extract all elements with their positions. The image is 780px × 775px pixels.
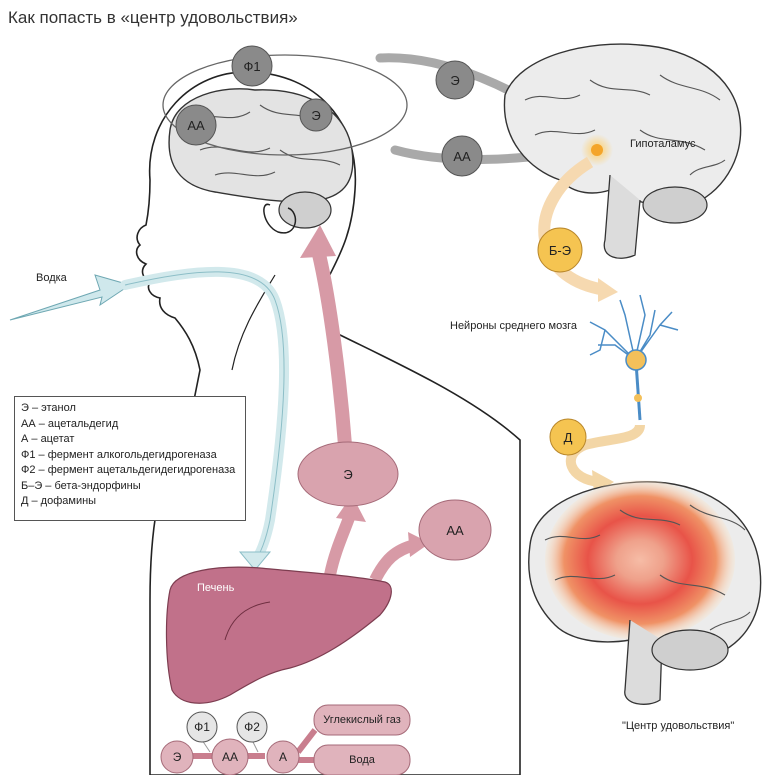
hypothalamus-label: Гипоталамус <box>630 138 696 150</box>
arrow-liver-aa <box>369 539 417 583</box>
neuron <box>589 294 679 421</box>
node-e-body <box>297 441 399 507</box>
vodka-arrow-in <box>9 274 132 321</box>
chain-aa-label: АА <box>221 750 238 764</box>
pleasure-brainstem <box>624 619 663 705</box>
node-aa-body <box>418 499 492 561</box>
top-brainstem <box>603 174 641 259</box>
node-e-body-label: Э <box>343 466 353 482</box>
chain-co2-label: Углекислый газ <box>323 714 401 726</box>
liver-vein <box>224 601 271 641</box>
neurons-label: Нейроны среднего мозга <box>450 320 578 332</box>
node-aa-arrow-label: АА <box>453 148 471 164</box>
legend-item: АА – ацетальдегид <box>21 417 119 430</box>
node-d <box>549 418 587 456</box>
legend-item: Ф2 – фермент ацетальдегидегидрогеназа <box>21 464 236 476</box>
node-e-arrow-label: Э <box>450 72 460 88</box>
top-brain-folds <box>524 74 726 176</box>
node-aa-arrow <box>441 135 483 177</box>
node-d-label: Д <box>563 429 573 445</box>
chain-e <box>160 740 194 774</box>
head-cerebellum <box>278 191 332 229</box>
vodka-arrowhead <box>238 551 272 571</box>
chain-e-label: Э <box>172 750 182 764</box>
top-cerebellum <box>642 186 708 224</box>
vodka-path-edge <box>124 271 285 561</box>
chain-a-label: А <box>278 750 287 764</box>
node-aa-brain <box>175 104 217 146</box>
pleasure-center-label: "Центр удовольствия" <box>622 720 735 732</box>
neuron-body <box>625 349 647 371</box>
pleasure-brain-folds <box>544 504 751 631</box>
arrow-d <box>565 423 645 487</box>
legend-item: Ф1 – фермент алкогольдегидрогеназа <box>21 448 217 461</box>
node-e-brain-label: Э <box>311 107 321 123</box>
vodka-label: Водка <box>36 272 67 284</box>
legend-item: Э – этанол <box>21 402 76 414</box>
chain-f1 <box>186 711 218 743</box>
chain-f2 <box>236 711 268 743</box>
chain-aa <box>211 738 249 775</box>
legend-item: А – ацетат <box>21 433 75 445</box>
arrow-be-head <box>598 278 618 302</box>
ear-spiral <box>263 203 297 234</box>
legend-item: Д – дофамины <box>21 495 97 507</box>
node-aa-brain-label: АА <box>187 117 205 133</box>
chain-water <box>313 744 411 775</box>
chain-arrows <box>190 728 318 763</box>
node-be-label: Б-Э <box>548 242 572 258</box>
legend: Э – этанол АА – ацетальдегид А – ацетат … <box>14 396 246 521</box>
chain-f2-label: Ф2 <box>244 720 260 734</box>
arrow-liver-aa-head <box>408 532 430 557</box>
liver-label: Печень <box>197 582 235 594</box>
chain-f1-label: Ф1 <box>194 720 210 734</box>
node-be <box>537 227 583 273</box>
hypothalamus-dot <box>591 144 603 156</box>
chain-water-label: Вода <box>349 754 375 766</box>
neck-line <box>231 274 276 371</box>
top-brain <box>503 43 742 208</box>
node-f1-top-label: Ф1 <box>243 58 261 74</box>
arrow-e-up <box>311 248 352 446</box>
arrow-liver-e-head <box>336 495 366 522</box>
arrow-e-up-head <box>300 225 336 258</box>
head-brain-folds <box>189 104 341 177</box>
node-f1-top <box>231 45 273 87</box>
chain-co2 <box>313 704 411 736</box>
arrow-liver-e <box>324 513 356 577</box>
node-aa-body-label: АА <box>446 522 464 538</box>
node-e-brain <box>299 98 333 132</box>
pleasure-glow <box>545 480 735 640</box>
liver <box>165 566 392 704</box>
brain-loop <box>162 54 408 156</box>
node-e-arrow <box>435 60 475 100</box>
legend-item: Б–Э – бета-эндорфины <box>21 479 141 492</box>
page-title: Как попасть в «центр удовольствия» <box>8 8 298 27</box>
pleasure-cerebellum <box>651 629 729 671</box>
chain-a <box>266 740 300 774</box>
